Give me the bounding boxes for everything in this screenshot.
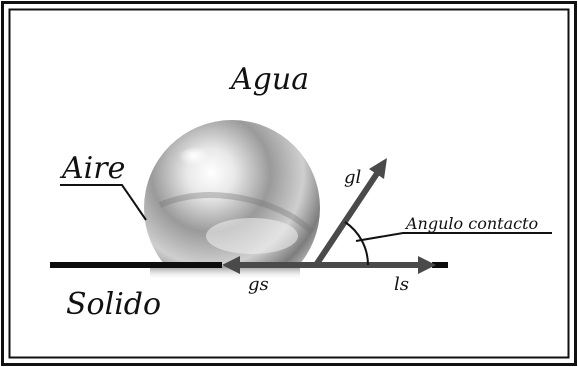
water-label: Agua [228,62,309,97]
ls-arrow [316,256,436,274]
solid-label: Solido [66,287,161,322]
contact-angle-label: Angulo contacto [404,214,538,233]
ls-label: ls [394,274,409,295]
inner-frame [8,8,570,359]
contact-angle-leader [355,232,552,242]
gs-label: gs [248,274,269,295]
gl-arrow [313,158,387,267]
water-droplet [144,120,320,265]
droplet-reflection [150,266,300,280]
gl-label: gl [344,167,362,188]
air-label: Aire [59,151,125,186]
contact-angle-arc [344,221,369,266]
air-leader [60,184,147,221]
gs-arrow [222,256,316,274]
